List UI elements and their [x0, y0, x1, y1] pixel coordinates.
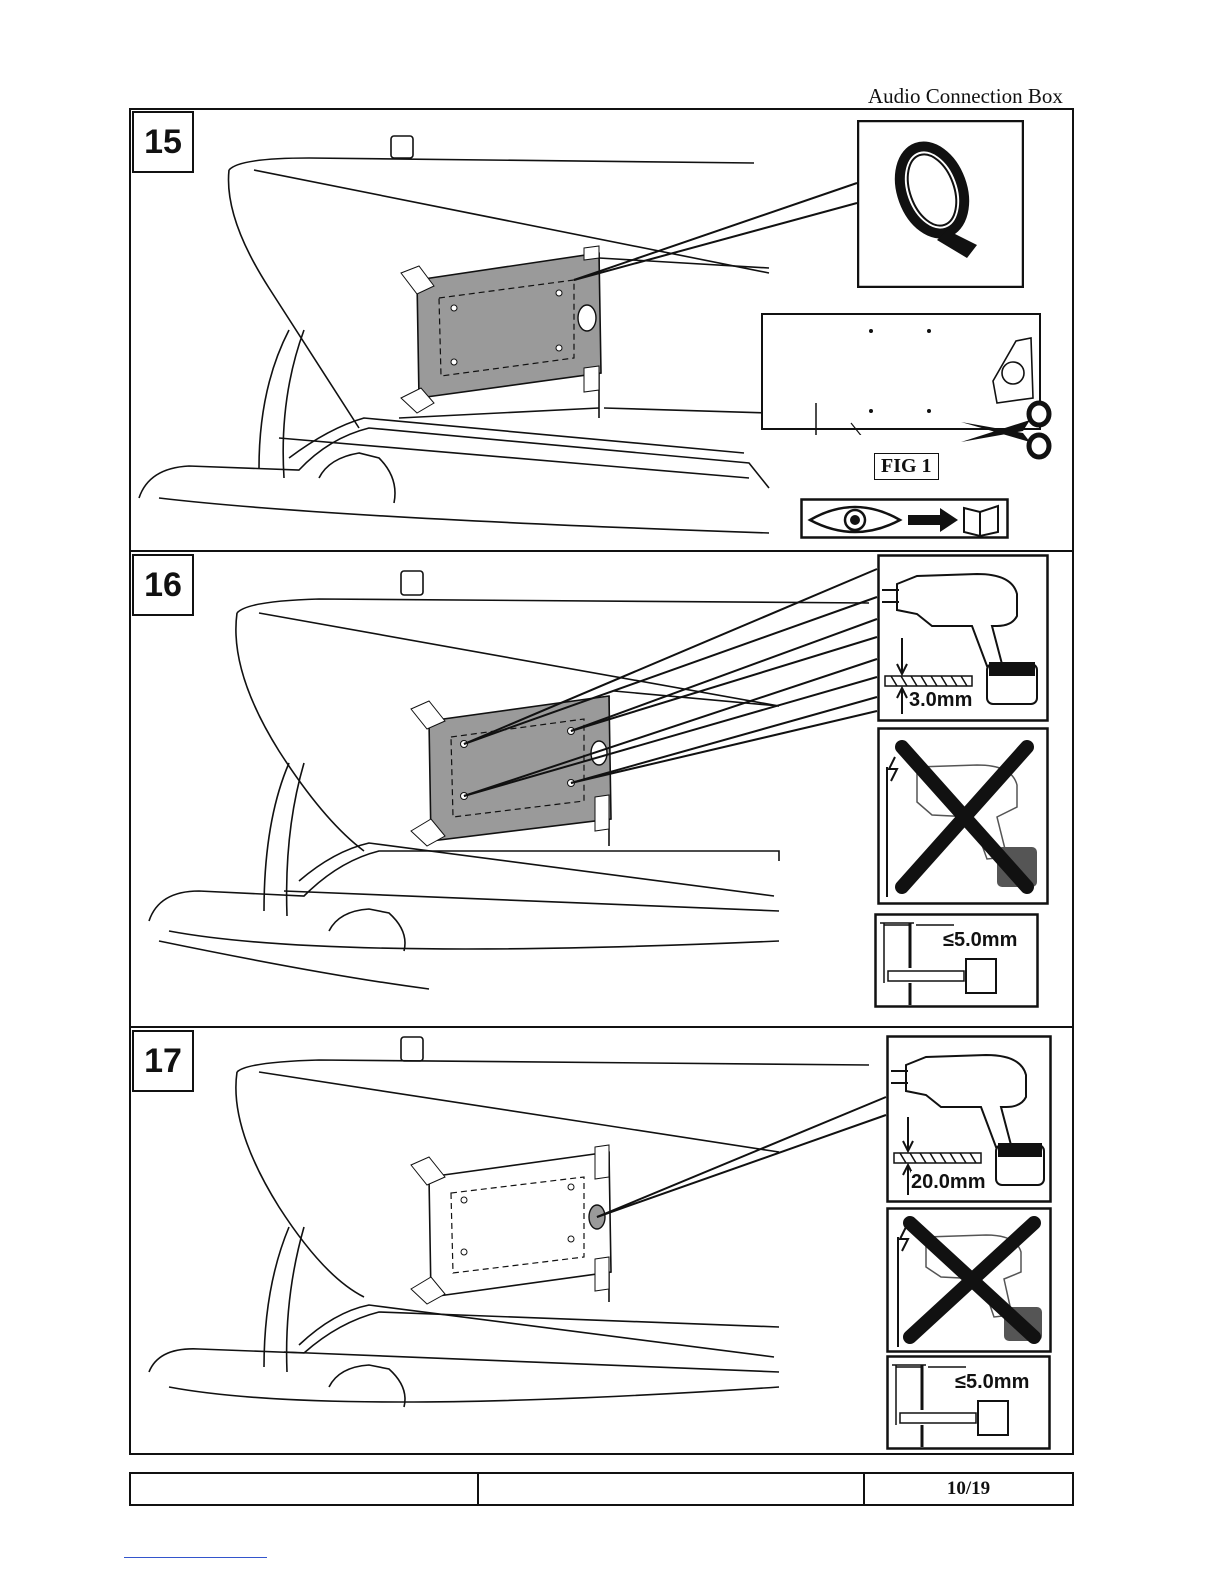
footer-cell-empty — [479, 1474, 865, 1504]
page-number: 10/19 — [865, 1474, 1072, 1504]
drill-size-label: 20.0mm — [911, 1171, 986, 1194]
footer-cell-empty — [131, 1474, 479, 1504]
step-17-panel: 17 20.0mm ≤5.0mm — [129, 1027, 1074, 1454]
footer-table: 10/19 — [129, 1472, 1074, 1506]
see-figure-icon — [800, 498, 1010, 540]
template-plate-16 — [411, 696, 611, 846]
template-plate-17 — [411, 1145, 611, 1304]
figure-label: FIG 1 — [874, 453, 939, 480]
callout-lines-17 — [597, 1097, 886, 1217]
no-hammer-drill-icon — [886, 1207, 1052, 1353]
footnote-rule — [124, 1557, 267, 1558]
drill-size-label: 3.0mm — [909, 689, 972, 712]
depth-stop-icon — [886, 1355, 1052, 1451]
step-number-box: 15 — [132, 111, 194, 173]
template-plate-15 — [401, 246, 601, 413]
depth-stop-icon — [874, 913, 1040, 1009]
scissors-icon — [957, 398, 1057, 466]
header-title: Audio Connection Box — [868, 84, 1063, 109]
no-hammer-drill-icon — [877, 727, 1049, 905]
step-number-box: 16 — [132, 554, 194, 616]
tape-roll-icon — [857, 120, 1024, 288]
depth-limit-label: ≤5.0mm — [943, 929, 1017, 952]
step-number-box: 17 — [132, 1030, 194, 1092]
step-15-panel: 15 FIG 1 — [129, 108, 1074, 551]
step-16-panel: 16 3.0mm ≤5.0mm — [129, 551, 1074, 1026]
depth-limit-label: ≤5.0mm — [955, 1371, 1029, 1394]
